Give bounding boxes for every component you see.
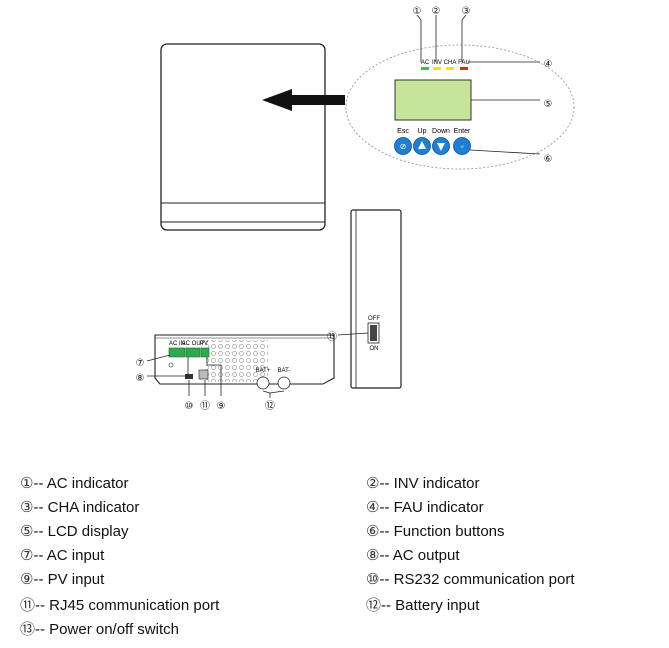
callout-11: ⑪	[200, 400, 210, 412]
indicator-label-ac: AC	[421, 60, 430, 66]
callout-12: ⑫	[265, 400, 275, 412]
pv-label: PV	[200, 341, 208, 347]
power-switch-rocker	[370, 325, 377, 341]
front-panel	[160, 43, 326, 231]
callout-10: ⑩	[185, 401, 194, 412]
callout-1: ①	[413, 6, 422, 17]
ac-in-label: AC IN	[169, 341, 185, 347]
callout-4: ④	[544, 59, 553, 70]
down-arrow-icon	[437, 143, 445, 151]
bat-neg-label: BAT-	[278, 368, 291, 374]
ac-out-label: AC OUT	[182, 341, 205, 347]
up-button[interactable]	[413, 137, 431, 155]
indicator-label-cha: CHA	[444, 60, 457, 66]
inv-indicator-led	[433, 67, 441, 70]
ac-input-terminal	[168, 347, 186, 358]
rs232-port	[185, 374, 193, 379]
battery-pos-terminal	[256, 376, 270, 390]
vent-grid	[206, 340, 268, 382]
fau-indicator-led	[460, 67, 468, 70]
cha-indicator-led	[446, 67, 454, 70]
switch-label-bottom: ON	[370, 346, 379, 352]
battery-neg-terminal	[277, 376, 291, 390]
indicator-label-fau: FAU	[458, 60, 470, 66]
callout-9: ⑨	[217, 401, 226, 412]
callout-8: ⑧	[136, 373, 145, 384]
zoom-arrow	[262, 89, 345, 111]
up-arrow-icon	[418, 141, 426, 149]
esc-icon: ⊘	[400, 142, 407, 151]
ac-output-terminal	[185, 347, 201, 358]
callout-3: ③	[462, 6, 471, 17]
ac-indicator-led	[421, 67, 429, 70]
rj45-port	[198, 369, 209, 380]
enter-icon: ⏎	[460, 144, 464, 149]
callout-leaders-top	[416, 14, 541, 155]
callout-7: ⑦	[136, 358, 145, 369]
esc-button[interactable]: ⊘	[394, 137, 412, 155]
bottom-view: AC IN AC OUT PV BAT+ BAT-	[146, 334, 335, 398]
front-view	[160, 43, 345, 231]
side-view: OFF ON	[337, 209, 402, 389]
switch-label-top: OFF	[368, 316, 380, 322]
down-button[interactable]	[432, 137, 450, 155]
side-panel	[350, 209, 402, 389]
callout-6: ⑥	[544, 154, 553, 165]
up-button-label: Up	[418, 128, 427, 135]
indicator-label-inv: INV	[432, 60, 442, 66]
control-panel-zoom: AC INV CHA FAU Esc Up Down Enter ⊘ ⏎	[345, 44, 575, 170]
zoom-ellipse	[345, 44, 575, 170]
pv-input-terminal	[200, 347, 210, 358]
callout-2: ②	[432, 6, 441, 17]
esc-button-label: Esc	[397, 128, 409, 135]
down-button-label: Down	[432, 128, 450, 135]
bat-pos-label: BAT+	[256, 368, 271, 374]
callout-13: ⑬	[327, 331, 337, 343]
enter-button[interactable]: ⏎	[453, 137, 471, 155]
lcd-display	[394, 79, 472, 121]
callout-5: ⑤	[544, 99, 553, 110]
enter-button-label: Enter	[454, 128, 471, 135]
